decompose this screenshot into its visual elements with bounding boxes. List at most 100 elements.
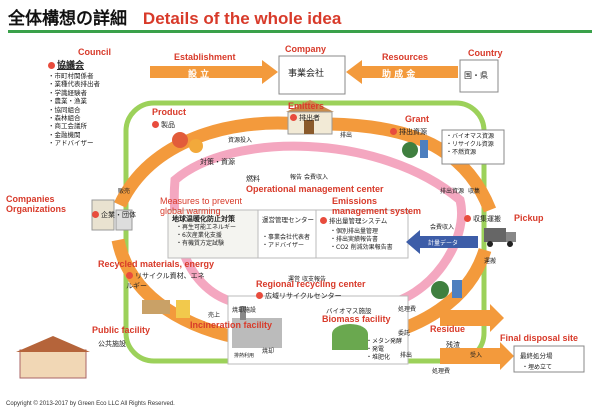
emissions-jp: 排出量管理システム	[320, 216, 387, 226]
flow-emission: 排出	[340, 130, 352, 139]
establishment-jp: 設 立	[188, 67, 209, 80]
truck-icon	[484, 228, 516, 247]
measures-item: ・有機質方定試験	[176, 240, 236, 248]
flow-report: 報告	[290, 172, 302, 181]
measures-item: ・6次産業化支援	[176, 232, 236, 240]
council-member: ・金融機関	[48, 131, 120, 139]
operation-items: ・事業会社代表者 ・アドバイザー	[262, 234, 310, 250]
resources-label: Resources	[382, 52, 428, 62]
residue-icon	[431, 280, 462, 299]
final-jp: 最終処分場	[520, 350, 553, 360]
establishment-label: Establishment	[174, 52, 236, 62]
recycled-jp: リサイクル資材、エネルギー	[126, 271, 206, 291]
emissions-item: ・排出実績報告書	[330, 236, 393, 244]
regional-dot	[256, 292, 263, 299]
flow-record-data: 計量データ	[428, 238, 458, 247]
biomass-items: ・メタン発酵 ・発電 ・堆肥化	[366, 338, 402, 362]
emissions-item: ・個別排出量管理	[330, 228, 393, 236]
regional-jp: 広域リサイクルセンター	[256, 291, 342, 301]
operation-item: ・アドバイザー	[262, 242, 310, 250]
product-label: Product	[152, 107, 186, 117]
public-label: Public facility	[92, 325, 150, 335]
flow-sales: 販売	[118, 186, 130, 195]
flow-resource-input: 資源投入	[228, 135, 252, 144]
operation-item: ・事業会社代表者	[262, 234, 310, 242]
residue-jp: 残渣	[446, 340, 460, 350]
recycled-label: Recycled materials, energy	[98, 259, 214, 269]
companies-jp: 企業・団体	[92, 210, 136, 220]
grant-jp: 排出資源	[390, 127, 427, 137]
resources-jp: 助 成 金	[382, 67, 415, 80]
council-member: ・商工会議所	[48, 122, 120, 130]
product-dot	[152, 121, 159, 128]
measures-items: ・再生可能エネルギー ・6次産業化支援 ・有機質方定試験	[176, 224, 236, 248]
council-members-box: ・市町村関係者 ・業種代表排出者 ・学識経験者 ・農業・漁業 ・協同組合 ・森林…	[48, 72, 120, 156]
emissions-label: Emissions management system	[332, 196, 432, 216]
residue-label: Residue	[430, 324, 465, 334]
country-label: Country	[468, 48, 503, 58]
establishment-arrow	[150, 60, 278, 84]
grant-label: Grant	[405, 114, 429, 124]
flow-fee-income: 会費収入	[304, 172, 328, 181]
biomass-item: ・メタン発酵	[366, 338, 402, 346]
council-label: Council	[78, 47, 111, 57]
flow-processing-fee: 処理費	[398, 304, 416, 313]
operation-jp: 運営管理センター	[262, 214, 314, 224]
flow-consignment: 委託	[398, 328, 410, 337]
operation-label: Operational management center	[246, 184, 384, 194]
grant-item: ・不燃資源	[446, 149, 494, 157]
emissions-dot	[320, 217, 327, 224]
public-facility-icon	[16, 336, 90, 378]
measures-item: ・再生可能エネルギー	[176, 224, 236, 232]
flow-processing-fee2: 処理費	[432, 366, 450, 375]
emitters-dot	[290, 114, 297, 121]
companies-dot	[92, 211, 99, 218]
pickup-jp: 収集運搬	[464, 214, 501, 224]
copyright: Copyright © 2013-2017 by Green Eco LLC A…	[6, 401, 175, 407]
biomass-tank-icon	[332, 324, 368, 350]
incineration-label: Incineration facility	[190, 320, 272, 330]
emissions-items: ・個別排出量管理 ・排出実績報告書 ・CO2 削減効果報告書	[330, 228, 393, 252]
council-members-list: ・市町村関係者 ・業種代表排出者 ・学識経験者 ・農業・漁業 ・協同組合 ・森林…	[48, 72, 120, 148]
flow-measures-resources: 対策・資源	[200, 157, 235, 167]
recycled-dot	[126, 272, 133, 279]
product-jp: 製品	[152, 120, 175, 130]
council-member: ・農業・漁業	[48, 97, 120, 105]
grant-items: ・バイオマス資源 ・リサイクル資源 ・不燃資源	[446, 133, 494, 157]
final-item: ・埋め立て	[522, 362, 552, 371]
country-jp: 国・県	[464, 70, 488, 81]
regional-label: Regional recycling center	[256, 279, 366, 289]
pickup-label: Pickup	[514, 213, 544, 223]
final-label: Final disposal site	[500, 333, 578, 343]
measures-jp: 地球温暖化防止対策	[172, 214, 235, 224]
emitters-jp: 排出者	[290, 113, 320, 123]
council-dot	[48, 62, 55, 69]
company-jp: 事業会社	[288, 66, 324, 79]
grant-item: ・バイオマス資源	[446, 133, 494, 141]
biomass-item: ・堆肥化	[366, 354, 402, 362]
council-member: ・アドバイザー	[48, 139, 120, 147]
pickup-dot	[464, 215, 471, 222]
emitters-label: Emitters	[288, 101, 324, 111]
measures-label: Measures to prevent global warming	[160, 196, 256, 216]
flow-collection: 収集	[468, 186, 480, 195]
grant-dot	[390, 128, 397, 135]
companies-label: Companies Organizations	[6, 194, 86, 214]
council-jp: 協議会	[48, 61, 84, 71]
flow-emission-resource: 排出資源	[440, 186, 464, 195]
emissions-item: ・CO2 削減効果報告書	[330, 244, 393, 252]
incineration-jp: 焼却施設	[232, 305, 256, 314]
council-member: ・業種代表排出者	[48, 80, 120, 88]
flow-transport: 運搬	[484, 256, 496, 265]
flow-fee-income2: 会費収入	[430, 222, 454, 231]
council-member: ・協同組合	[48, 106, 120, 114]
public-jp: 公共施設	[98, 339, 126, 349]
grant-item: ・リサイクル資源	[446, 141, 494, 149]
flow-incineration-label: 焼却	[262, 346, 274, 355]
council-member: ・学識経験者	[48, 89, 120, 97]
flow-waste-heat: 排熱利用	[234, 352, 254, 359]
biomass-label: Biomass facility	[322, 314, 391, 324]
company-label: Company	[285, 44, 326, 54]
flow-sales2: 売上	[208, 310, 220, 319]
